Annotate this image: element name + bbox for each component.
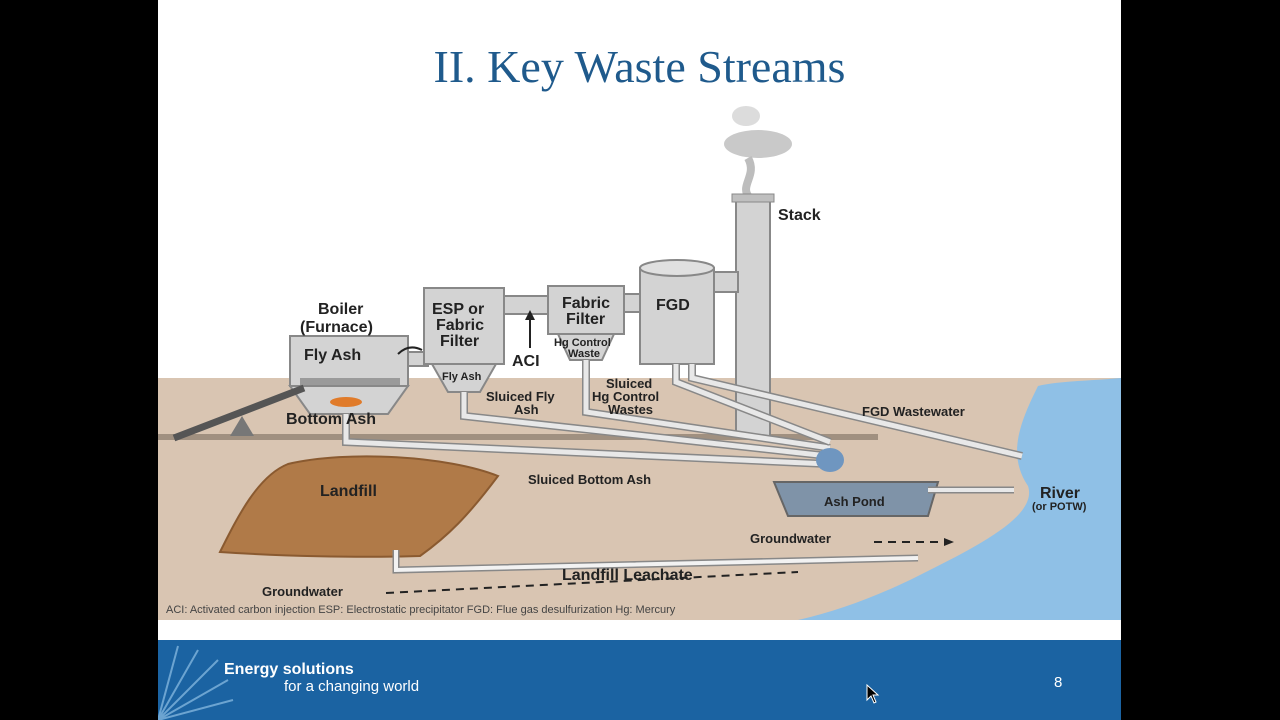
stack-top [731, 193, 775, 203]
pipe-sluiced-bottom-ash-inner [343, 414, 829, 467]
label-esp-hopper: Fly Ash [442, 371, 482, 383]
label-stack: Stack [778, 207, 821, 224]
label-hg-line2: Waste [568, 348, 600, 360]
ash-pond-splash [816, 448, 844, 472]
mouse-cursor-icon [866, 684, 880, 704]
label-river-sub: (or POTW) [1032, 501, 1087, 513]
esp-hopper [430, 363, 498, 393]
label-bottom-ash: Bottom Ash [286, 411, 376, 428]
smoke-puff [732, 106, 760, 126]
footer-tagline-line2: for a changing world [284, 678, 420, 695]
ash-pond [772, 481, 940, 517]
conveyor-support [230, 416, 254, 436]
label-fly-ash: Fly Ash [304, 347, 361, 364]
label-boiler: Boiler [318, 301, 363, 318]
label-ash-pond: Ash Pond [824, 494, 885, 509]
label-sluiced-fly-line1: Sluiced Fly [486, 389, 555, 404]
label-sluiced-bottom-ash: Sluiced Bottom Ash [528, 472, 651, 487]
fgd-tank-top [639, 259, 715, 277]
fly-ash-arrow [397, 346, 423, 355]
landfill-leachate-pipe-inner [394, 550, 919, 573]
label-fabric-line1: Fabric [562, 295, 610, 312]
label-fgd: FGD [656, 297, 690, 314]
label-esp-line3: Filter [440, 333, 479, 350]
fabric-filter [547, 285, 625, 335]
smoke-trail [742, 156, 755, 201]
footer-bar: Energy solutions for a changing world 8 [158, 640, 1121, 720]
conveyor [172, 384, 306, 442]
fgd-tank [639, 267, 715, 365]
label-river: River [1040, 485, 1080, 502]
label-hg-line1: Hg Control [554, 337, 611, 349]
label-sluiced-hg-line1: Sluiced [606, 376, 652, 391]
bottom-ash-fire [330, 397, 362, 407]
aci-arrow-head [525, 310, 535, 320]
pipe-fgd-to-river-inner [689, 364, 1023, 459]
smoke-puff [724, 130, 792, 158]
label-furnace: (Furnace) [300, 319, 373, 336]
label-esp-line1: ESP or [432, 301, 484, 318]
label-landfill-leachate: Landfill Leachate [562, 567, 693, 584]
label-sluiced-hg-line3: Wastes [608, 402, 653, 417]
river [798, 378, 1121, 620]
label-groundwater-landfill: Groundwater [262, 584, 343, 599]
ground-line [158, 434, 878, 440]
fabric-filter-hopper [556, 333, 616, 361]
label-sluiced-hg-line2: Hg Control [592, 389, 659, 404]
label-groundwater-pond: Groundwater [750, 531, 831, 546]
slide-title: II. Key Waste Streams [433, 41, 846, 92]
stack [735, 197, 771, 437]
arrow-head [944, 538, 954, 546]
sunburst-logo-icon [158, 645, 234, 720]
footer-tagline-line1: Energy solutions [224, 661, 354, 678]
label-fgd-wastewater: FGD Wastewater [862, 404, 965, 419]
label-esp-line2: Fabric [436, 317, 484, 334]
waste-streams-diagram: Stack Boiler (Furnace) Fly Ash Bottom As… [158, 106, 1121, 620]
slide: II. Key Waste Streams [158, 0, 1121, 720]
label-fabric-line2: Filter [566, 311, 605, 328]
label-sluiced-fly-line2: Ash [514, 402, 539, 417]
pipe-sluiced-fly-ash-inner [461, 392, 829, 459]
landfill [218, 455, 500, 558]
pipe-hg-waste-inner [583, 360, 831, 451]
label-landfill: Landfill [320, 483, 377, 500]
pipe-fgd-wastewater-inner [673, 364, 831, 445]
diagram-footnote: ACI: Activated carbon injection ESP: Ele… [166, 604, 676, 616]
duct [503, 295, 551, 315]
groundwater-arrow-landfill [385, 571, 799, 594]
label-aci: ACI [512, 353, 540, 370]
boiler [289, 335, 409, 387]
page-number: 8 [1054, 674, 1063, 691]
